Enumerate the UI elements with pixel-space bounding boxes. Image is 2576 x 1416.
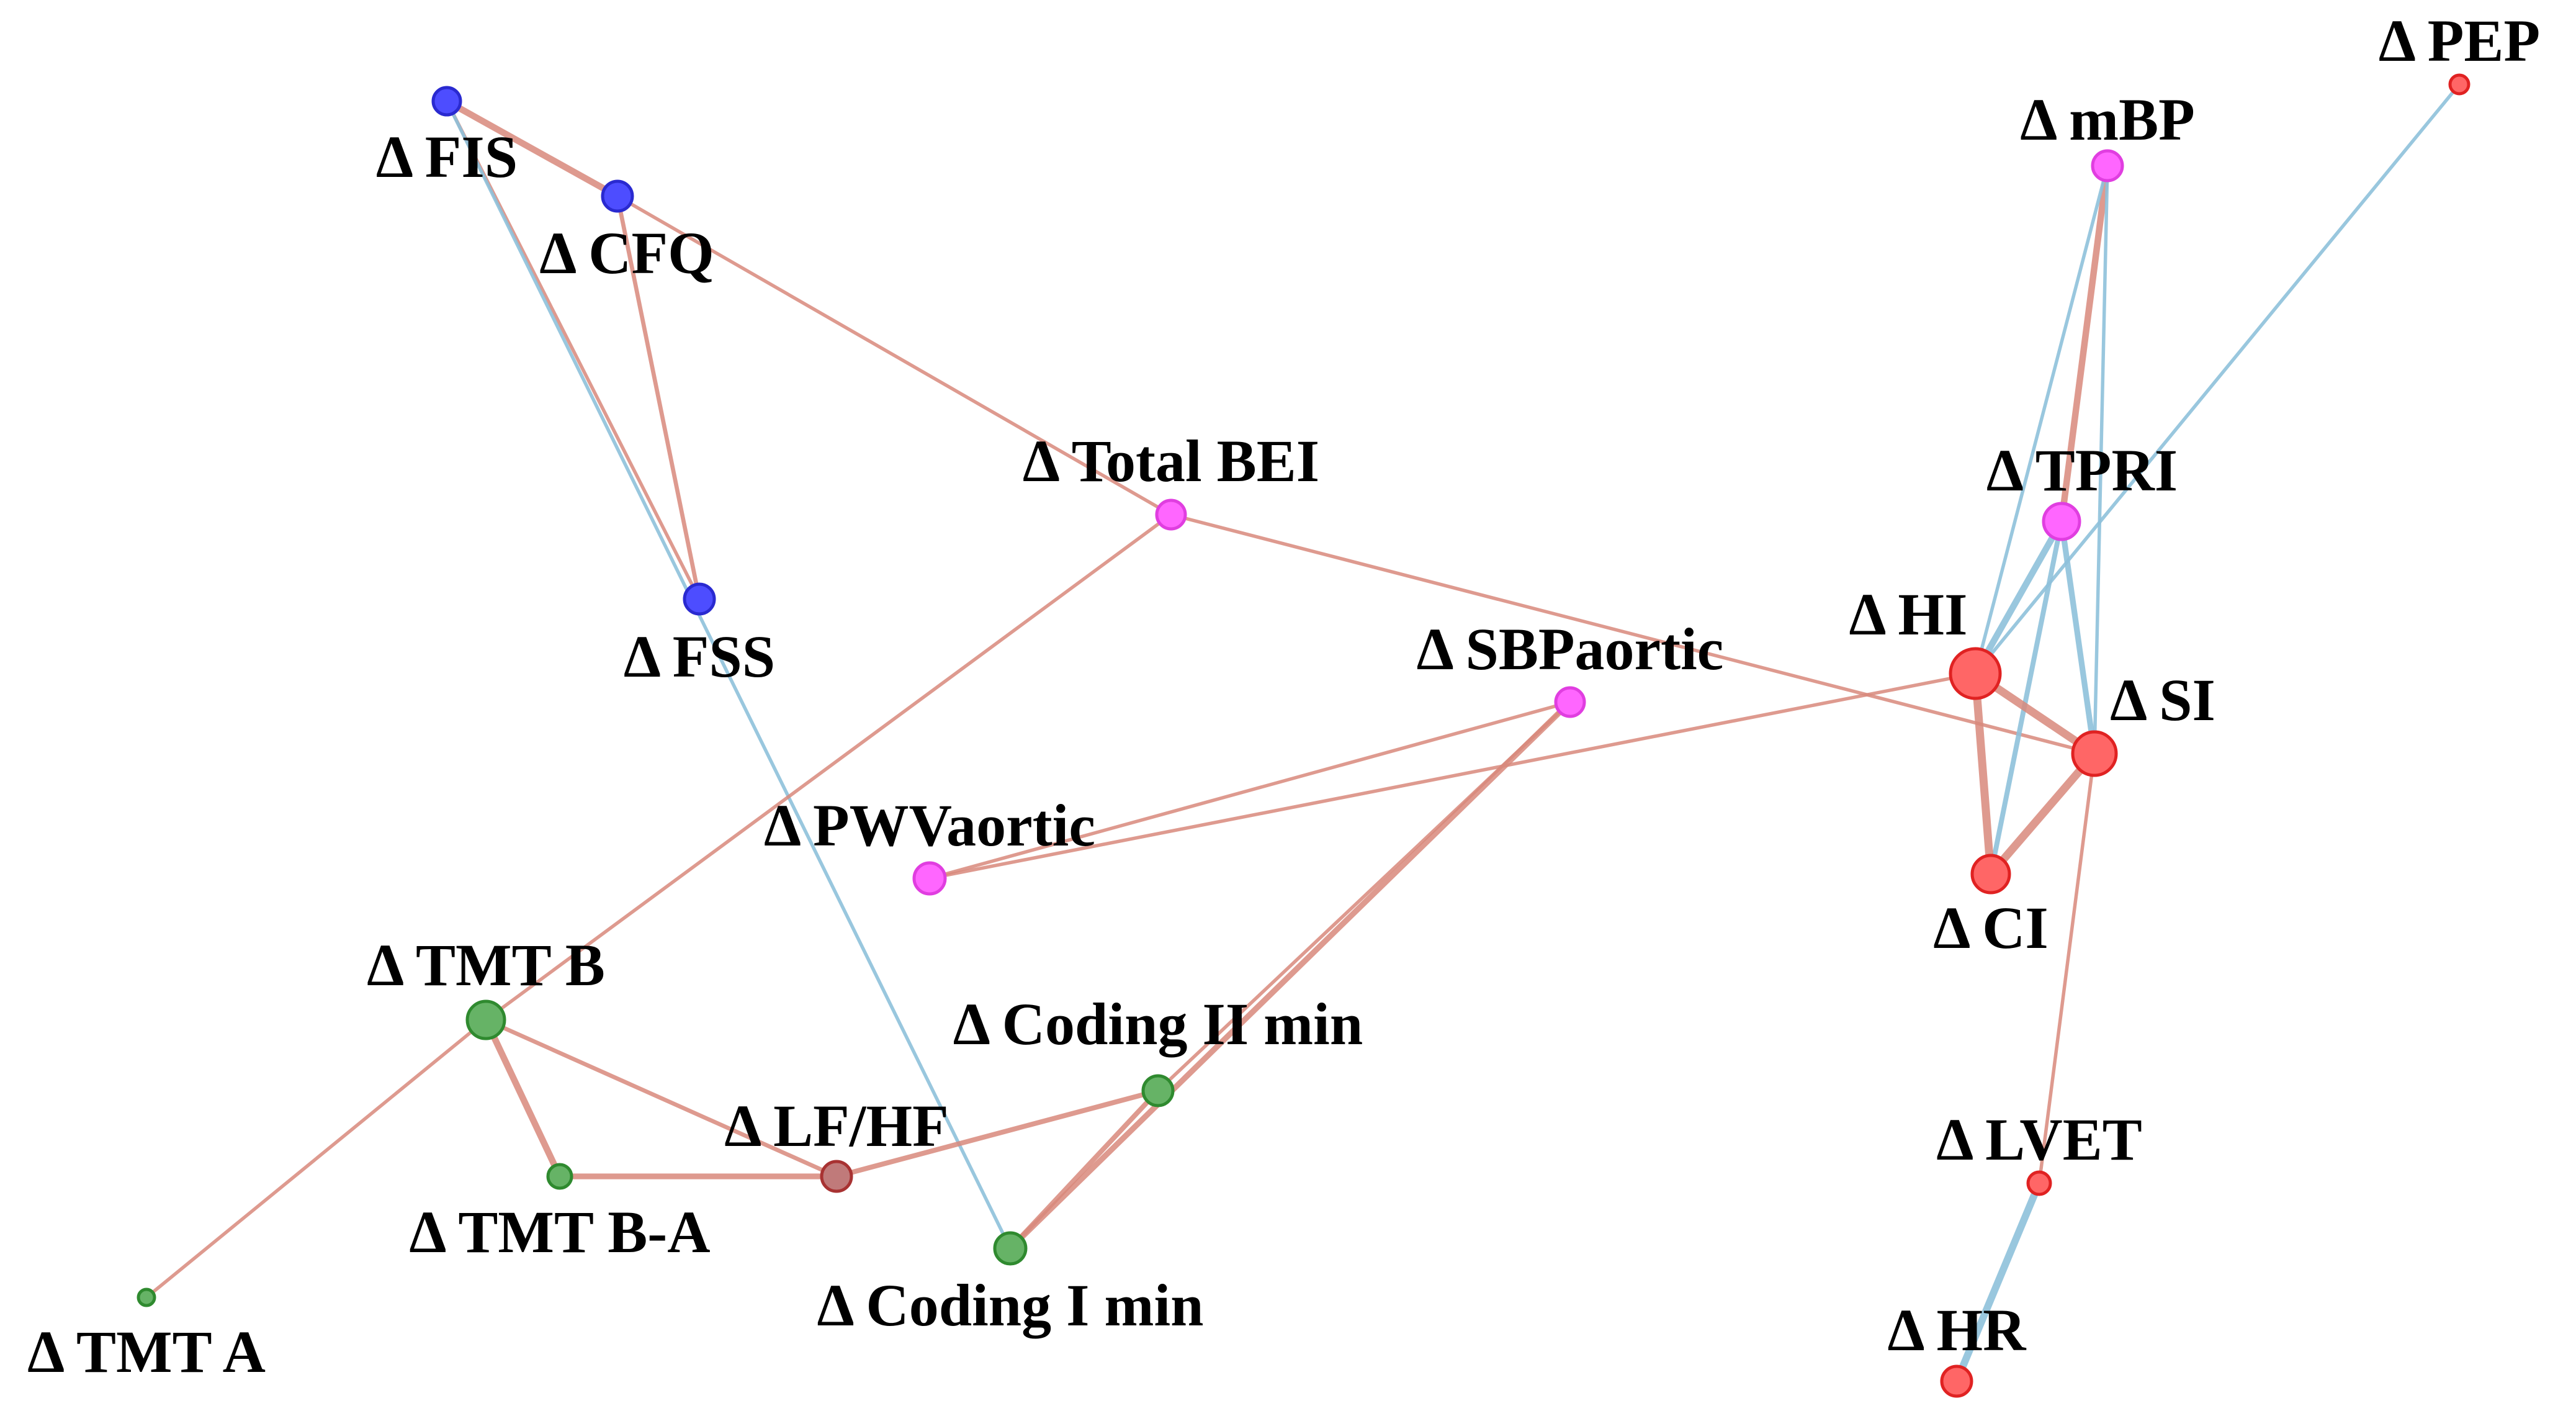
node-label-ci: Δ CI <box>1933 895 2049 961</box>
node-cfq[interactable] <box>601 179 634 213</box>
node-label-total_bei: Δ Total BEI <box>1023 428 1319 494</box>
node-si[interactable] <box>2071 730 2118 777</box>
node-fss[interactable] <box>683 582 716 616</box>
node-tmt_ba[interactable] <box>546 1163 573 1190</box>
node-label-tmt_a: Δ TMT A <box>27 1319 266 1385</box>
node-label-lf_hf: Δ LF/HF <box>724 1093 949 1159</box>
node-label-fis: Δ FIS <box>376 124 518 190</box>
node-layer <box>137 73 2471 1398</box>
edge-tpri-si <box>2058 518 2098 757</box>
edge-si-ci <box>1986 749 2099 878</box>
node-pep[interactable] <box>2448 73 2471 96</box>
edge-sbp_aortic-pwv_aortic <box>928 700 1572 880</box>
node-tmt_b[interactable] <box>465 999 506 1040</box>
edge-total_bei-tmt_b <box>484 513 1173 1022</box>
label-layer: Δ FIS Δ CFQ Δ FSS Δ Total BEI Δ SBPaortic Δ P… <box>27 7 2540 1385</box>
node-label-si: Δ SI <box>2110 667 2215 733</box>
node-label-tmt_b: Δ TMT B <box>367 932 605 998</box>
node-tmt_a[interactable] <box>137 1287 156 1307</box>
edge-fis-cfq <box>443 97 621 200</box>
node-label-hr: Δ HR <box>1888 1297 2027 1363</box>
edge-tmt_b-tmt_ba <box>482 1016 563 1180</box>
edge-si-lvet <box>2037 752 2096 1185</box>
node-coding_i[interactable] <box>993 1231 1028 1266</box>
node-ci[interactable] <box>1970 854 2011 895</box>
node-label-fss: Δ FSS <box>624 623 775 690</box>
node-label-mbp: Δ mBP <box>2020 86 2195 153</box>
node-mbp[interactable] <box>2091 149 2124 183</box>
node-total_bei[interactable] <box>1155 498 1187 531</box>
node-label-tmt_ba: Δ TMT B-A <box>409 1199 710 1265</box>
edge-tpri-ci <box>1988 519 2064 877</box>
edge-tmt_b-tmt_a <box>145 1018 488 1299</box>
edge-coding_ii-coding_i <box>1008 1088 1160 1251</box>
edge-pwv_aortic-hi <box>928 672 1977 880</box>
edge-mbp-tpri <box>2058 162 2111 525</box>
edge-tpri-hi <box>1972 518 2065 677</box>
edge-lf_hf-coding_ii <box>834 1088 1160 1179</box>
edge-layer <box>145 83 2461 1385</box>
edge-total_bei-si <box>1169 513 2096 755</box>
edge-cfq-fss <box>615 194 702 602</box>
node-label-tpri: Δ TPRI <box>1986 437 2178 503</box>
node-hi[interactable] <box>1949 647 2002 700</box>
node-coding_ii[interactable] <box>1141 1074 1175 1107</box>
edge-pep-hi <box>1973 83 2461 675</box>
node-label-hi: Δ HI <box>1849 581 1968 647</box>
node-label-pwv_aortic: Δ PWVaortic <box>764 792 1095 859</box>
edge-hi-ci <box>1971 669 1995 878</box>
node-label-lvet: Δ LVET <box>1936 1106 2142 1173</box>
node-lvet[interactable] <box>2026 1170 2052 1196</box>
node-lf_hf[interactable] <box>820 1160 853 1193</box>
node-label-pep: Δ PEP <box>2379 7 2540 74</box>
edge-sbp_aortic-coding_i <box>1007 699 1573 1251</box>
edge-lvet-hr <box>1953 1179 2043 1385</box>
edge-fis-coding_i <box>445 99 1012 1250</box>
edge-mbp-hi <box>1973 164 2109 675</box>
node-tpri[interactable] <box>2042 502 2081 541</box>
edge-tmt_b-lf_hf <box>483 1017 839 1179</box>
node-sbp_aortic[interactable] <box>1554 686 1586 718</box>
node-label-coding_i: Δ Coding I min <box>817 1272 1203 1338</box>
node-label-sbp_aortic: Δ SBPaortic <box>1417 616 1724 682</box>
edge-cfq-total_bei <box>616 194 1173 516</box>
node-label-cfq: Δ CFQ <box>539 220 714 286</box>
node-label-coding_ii: Δ Coding II min <box>953 991 1363 1057</box>
edge-mbp-si <box>2093 164 2109 755</box>
node-fis[interactable] <box>431 86 462 117</box>
node-hr[interactable] <box>1940 1364 1973 1398</box>
node-pwv_aortic[interactable] <box>912 861 947 896</box>
